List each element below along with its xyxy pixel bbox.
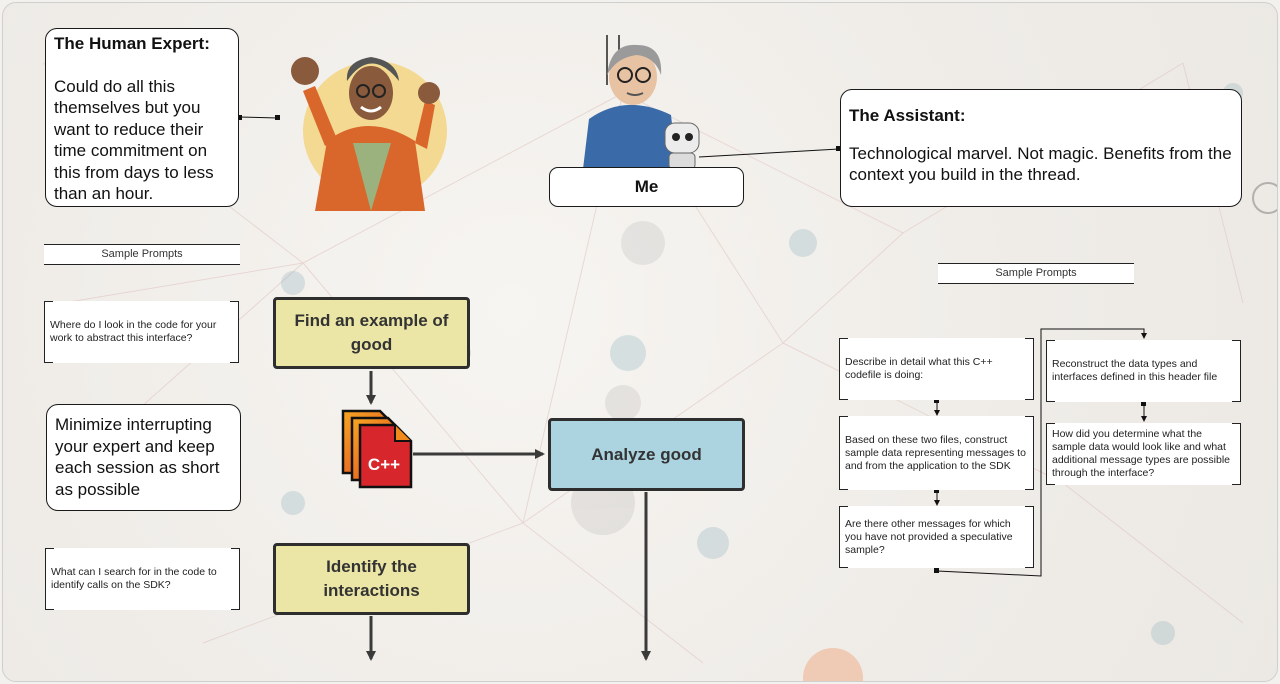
assistant-body: Technological marvel. Not magic. Benefit… xyxy=(849,143,1232,185)
right-prompt-2-text: Based on these two files, construct samp… xyxy=(845,433,1026,472)
me-label-box: Me xyxy=(549,167,744,207)
expert-illustration xyxy=(291,57,447,211)
right-prompt-5: How did you determine what the sample da… xyxy=(1046,423,1241,485)
analyze-good-label: Analyze good xyxy=(591,444,702,464)
find-good-step: Find an example of good xyxy=(273,297,470,369)
right-prompt-5-text: How did you determine what the sample da… xyxy=(1052,428,1231,479)
left-prompt-2: What can I search for in the code to ide… xyxy=(45,548,240,610)
advice-text: Minimize interrupting your expert and ke… xyxy=(55,415,220,499)
identify-interactions-step: Identify the interactions xyxy=(273,543,470,615)
advice-card: Minimize interrupting your expert and ke… xyxy=(46,404,241,511)
left-prompt-2-text: What can I search for in the code to ide… xyxy=(51,566,217,591)
assistant-title: The Assistant: xyxy=(849,106,966,125)
human-expert-card: The Human Expert: Could do all this them… xyxy=(45,28,239,207)
right-prompt-1-text: Describe in detail what this C++ codefil… xyxy=(845,356,993,381)
find-good-label: Find an example of good xyxy=(294,311,449,354)
human-expert-body: Could do all this themselves but you wan… xyxy=(54,76,214,204)
left-prompt-1-text: Where do I look in the code for your wor… xyxy=(50,319,217,344)
assistant-card: The Assistant: Technological marvel. Not… xyxy=(840,89,1242,207)
right-prompt-3-text: Are there other messages for which you h… xyxy=(845,517,1013,556)
me-illustration xyxy=(583,35,700,169)
right-prompt-4: Reconstruct the data types and interface… xyxy=(1046,340,1241,402)
left-sample-prompts-header: Sample Prompts xyxy=(44,244,240,265)
human-expert-title: The Human Expert: xyxy=(54,34,210,53)
me-label: Me xyxy=(634,177,659,196)
cpp-file-label: C++ xyxy=(368,455,400,474)
identify-interactions-label: Identify the interactions xyxy=(323,557,420,600)
left-prompt-1: Where do I look in the code for your wor… xyxy=(44,301,239,363)
analyze-good-step: Analyze good xyxy=(548,418,745,491)
right-prompt-2: Based on these two files, construct samp… xyxy=(839,416,1034,490)
right-prompt-4-text: Reconstruct the data types and interface… xyxy=(1052,358,1218,383)
right-sample-prompts-header: Sample Prompts xyxy=(938,263,1134,284)
right-prompt-1: Describe in detail what this C++ codefil… xyxy=(839,338,1034,400)
cpp-file-icon: C++ xyxy=(341,409,413,489)
right-prompt-3: Are there other messages for which you h… xyxy=(839,506,1034,568)
